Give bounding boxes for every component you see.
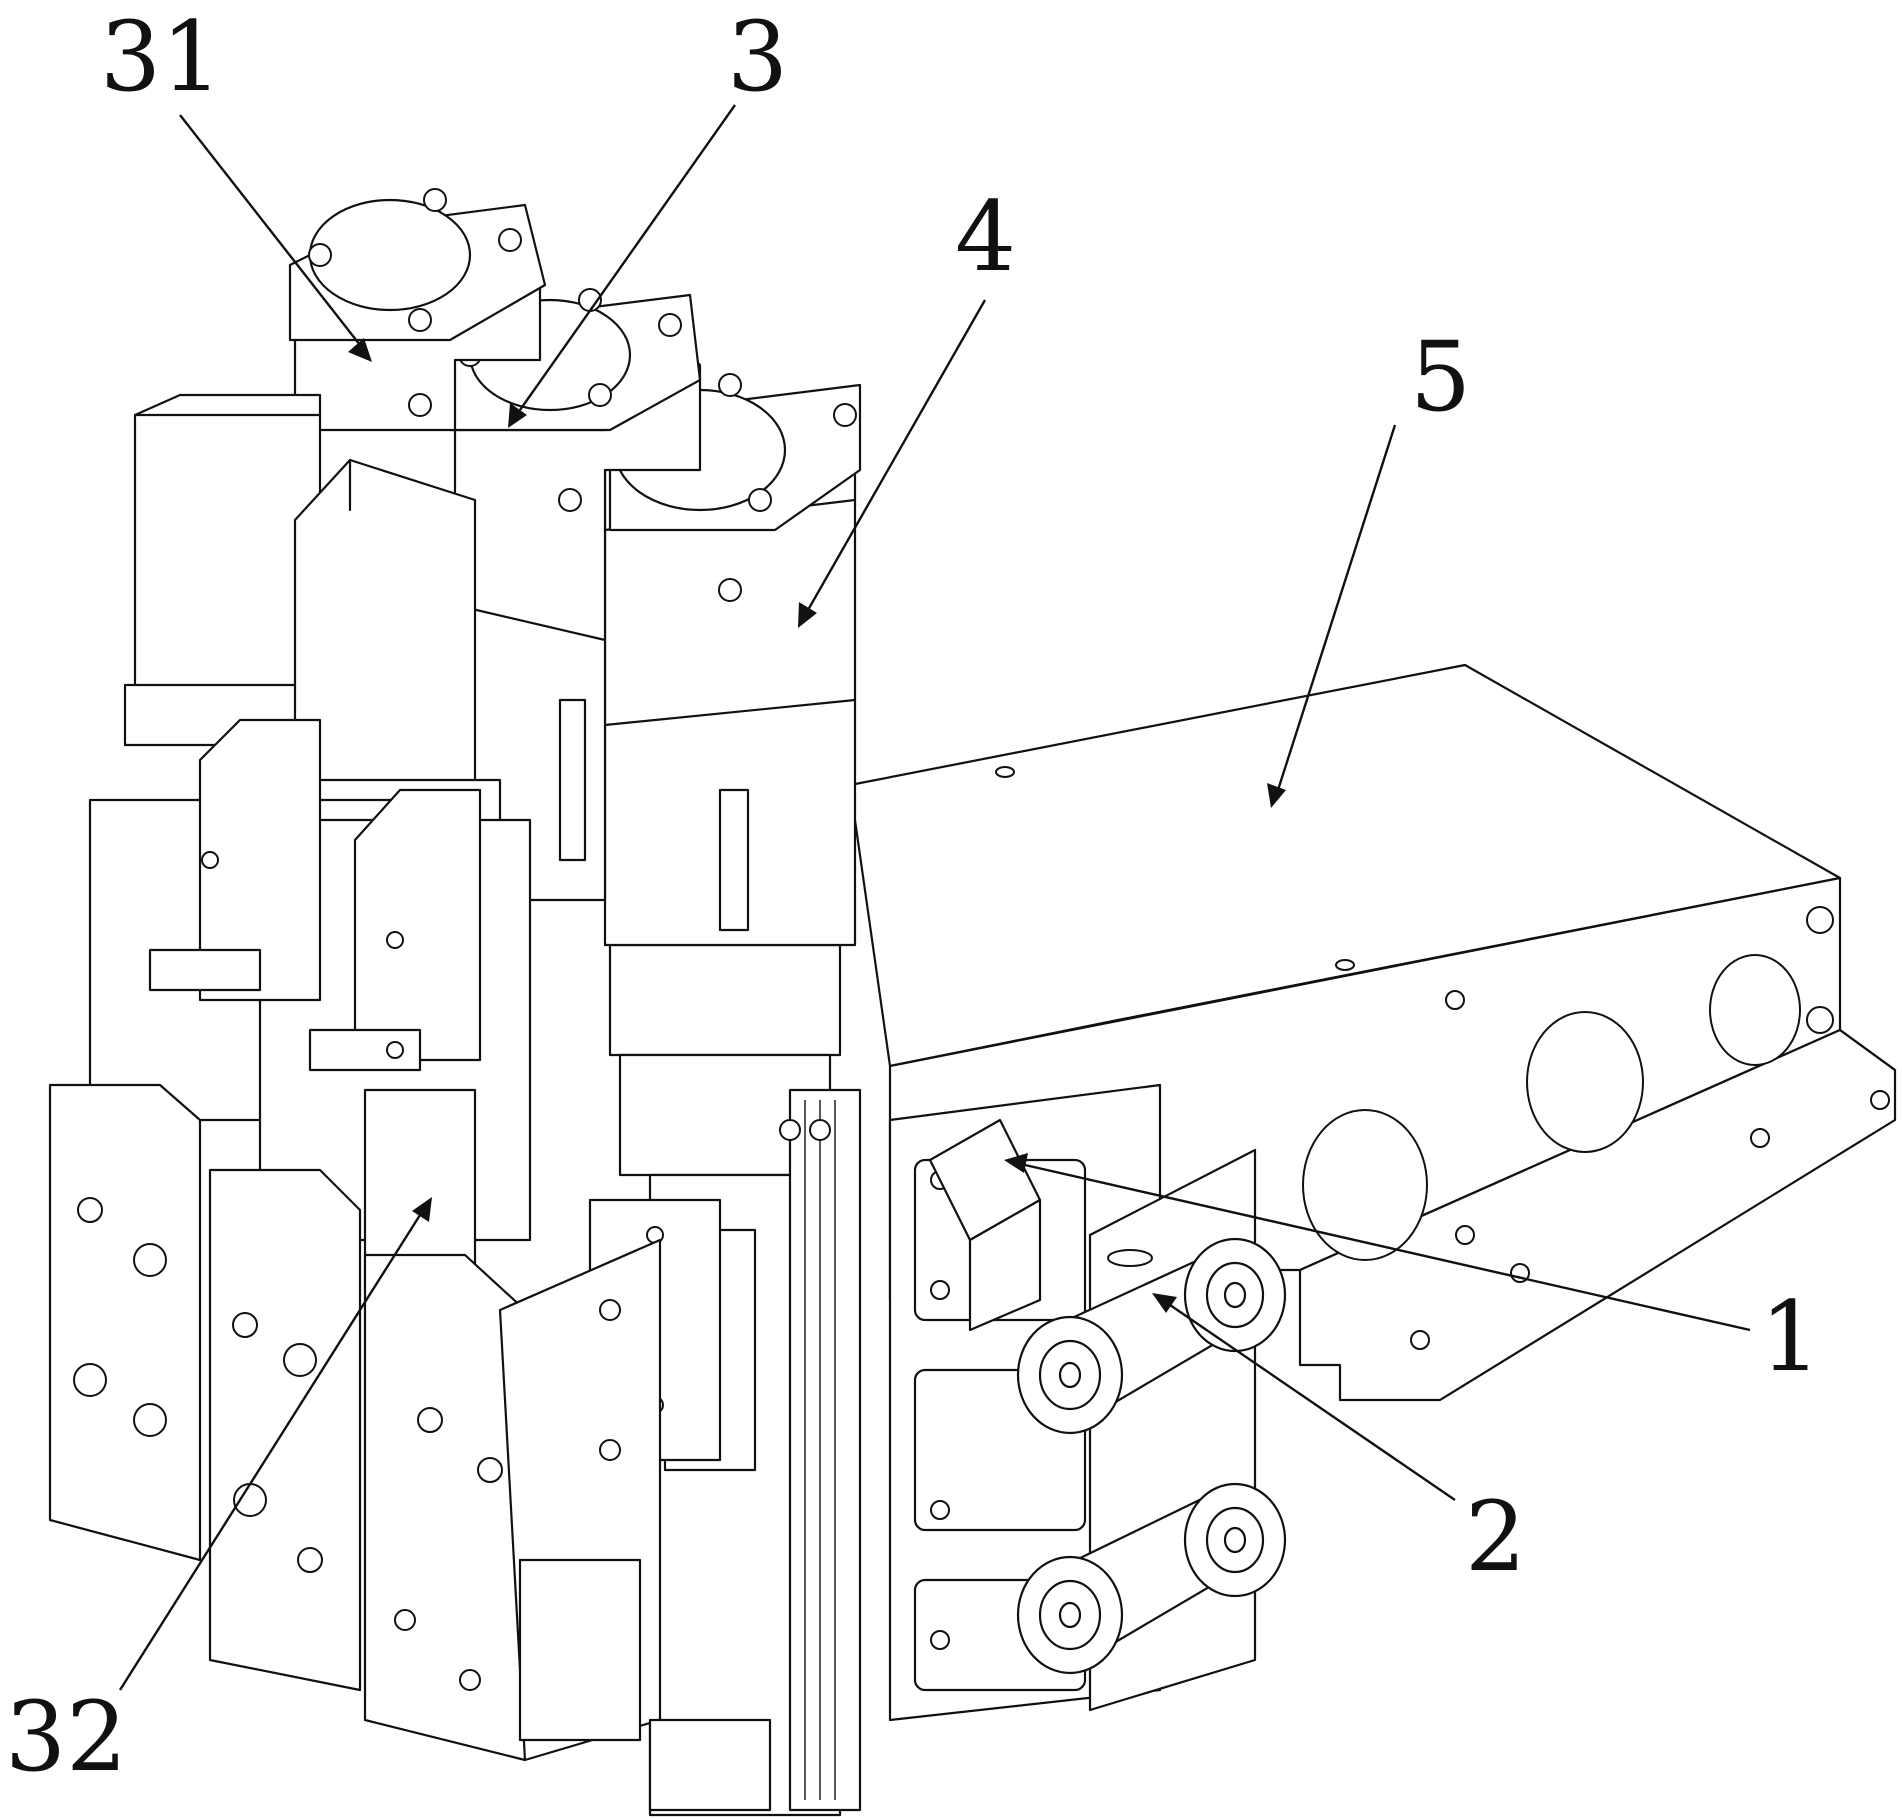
label-3: 3 xyxy=(727,1,788,113)
label-32: 32 xyxy=(5,1681,127,1793)
vertical-slide-assembly xyxy=(588,943,862,1817)
label-31: 31 xyxy=(100,1,222,113)
leader-lines xyxy=(118,104,1751,1691)
servo-motor-middle xyxy=(448,288,702,902)
label-2: 2 xyxy=(1465,1481,1526,1593)
label-4: 4 xyxy=(955,181,1016,293)
pulley-lower-right xyxy=(1183,1482,1287,1598)
connecting-bracket xyxy=(928,1118,1042,1332)
belt-drive-unit xyxy=(888,1083,1287,1722)
pulley-lower-left xyxy=(1016,1555,1124,1675)
front-plates xyxy=(48,1083,772,1812)
label-1: 1 xyxy=(1760,1281,1821,1393)
gripper-housings xyxy=(88,718,532,1292)
pulley-upper-right xyxy=(1183,1237,1287,1353)
pulley-upper-left xyxy=(1016,1315,1124,1435)
label-5: 5 xyxy=(1410,321,1471,433)
reference-numerals: 31 3 4 5 1 2 32 xyxy=(5,1,1821,1793)
servo-motor-left xyxy=(288,188,547,432)
